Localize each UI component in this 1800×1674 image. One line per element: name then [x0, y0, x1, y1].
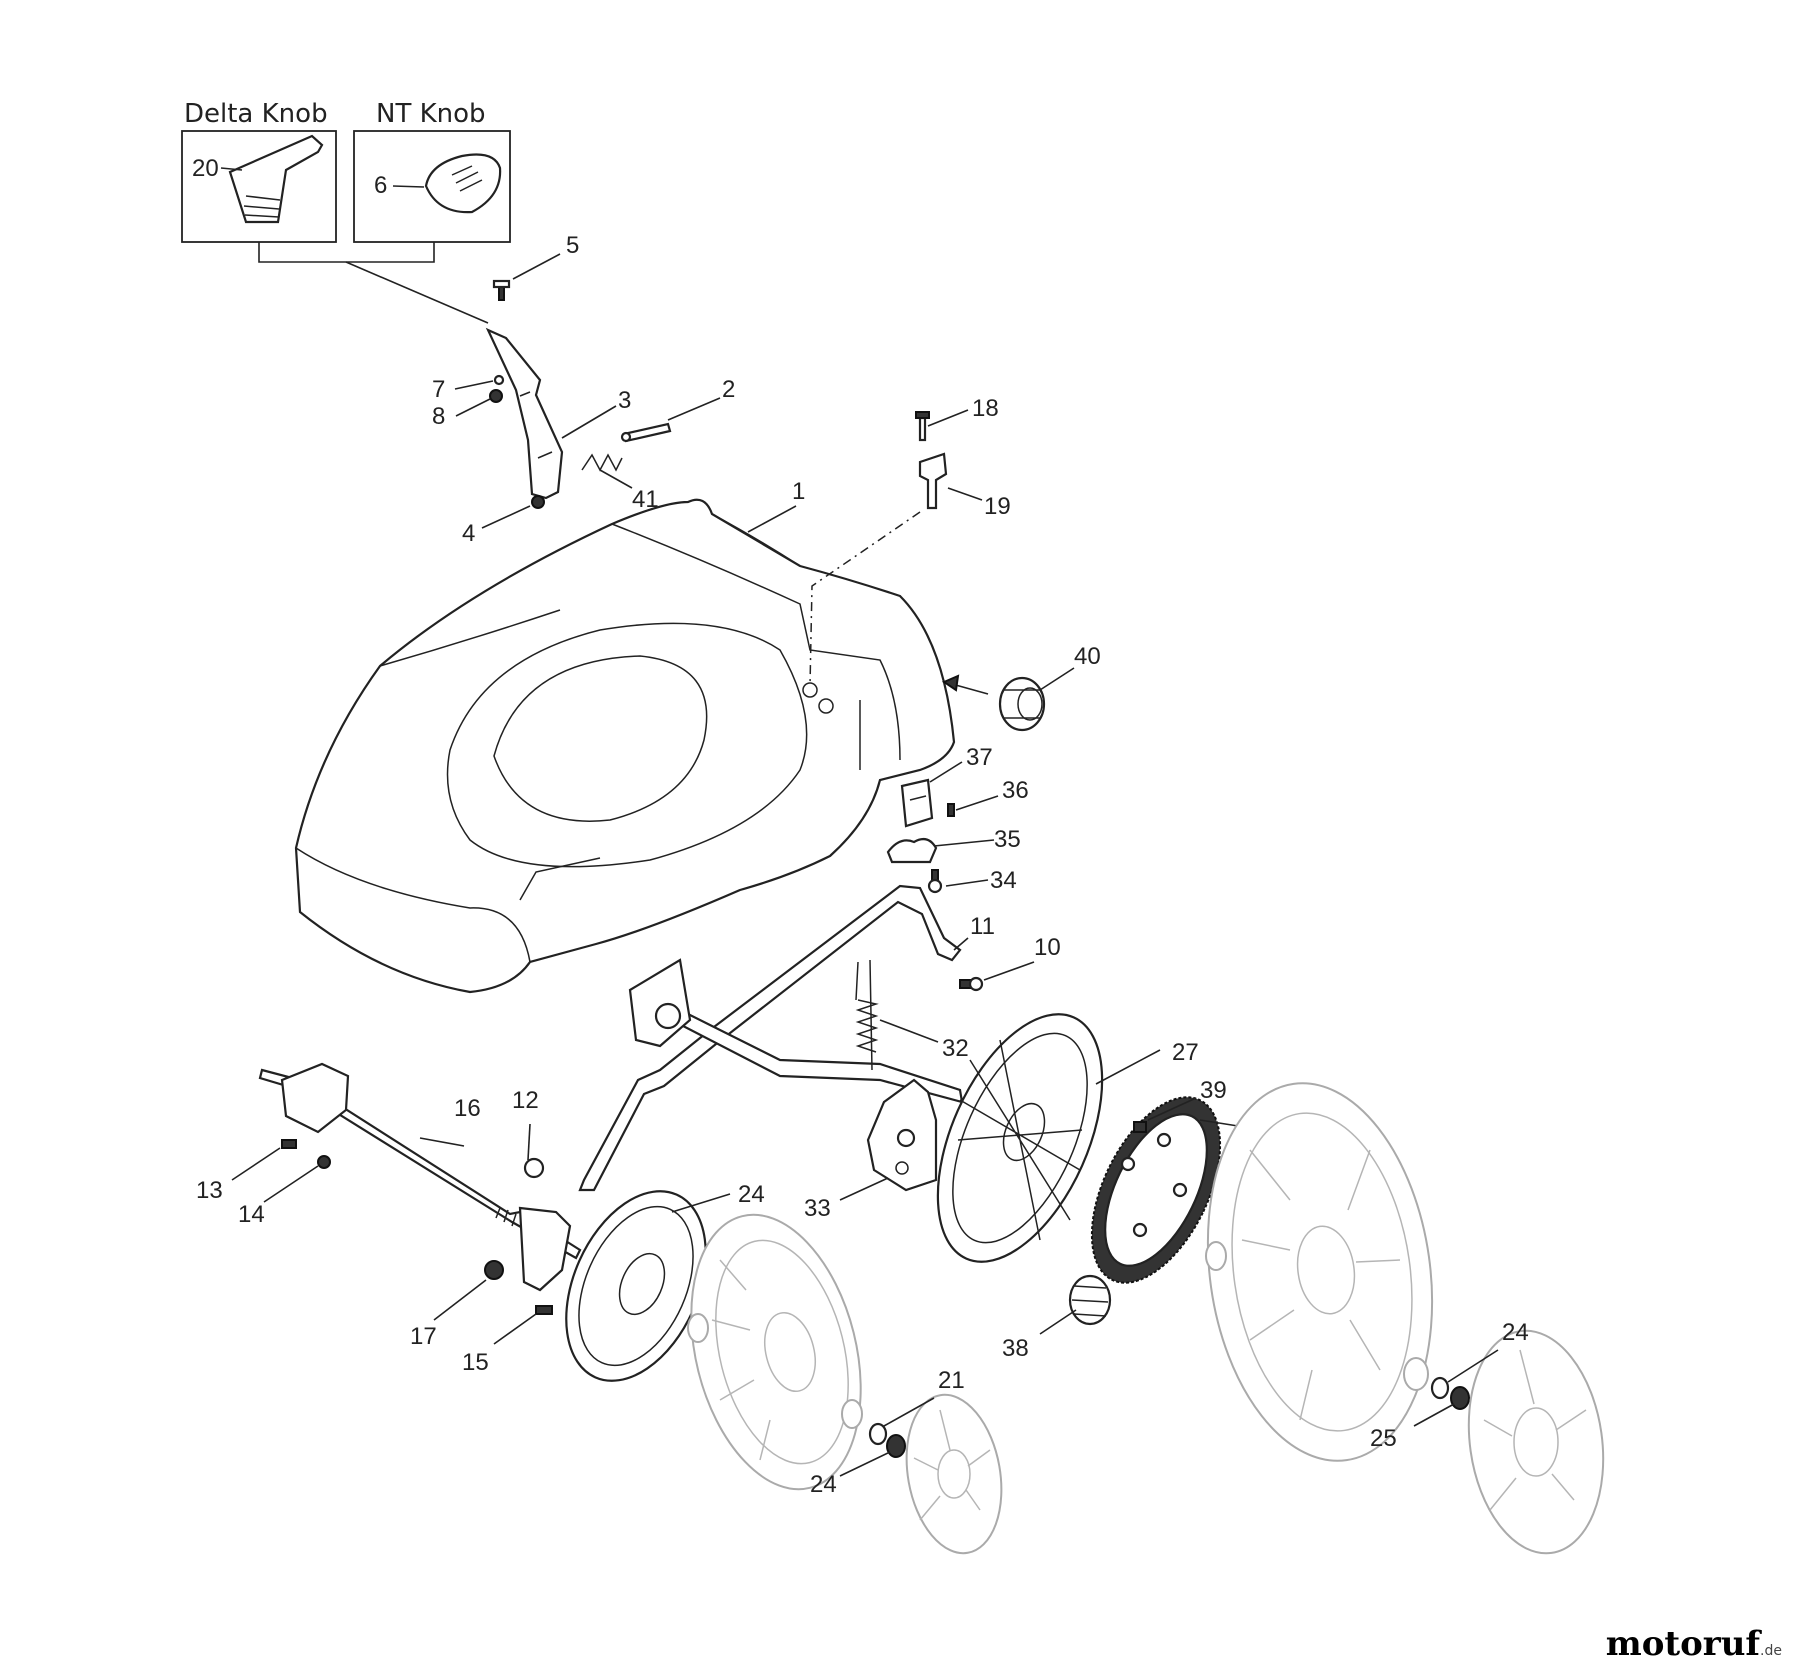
- callout-10: 10: [1034, 934, 1061, 961]
- brand-watermark: motoruf.de: [1606, 1624, 1782, 1664]
- callout-7: 7: [432, 376, 445, 403]
- mower-deck: [294, 498, 956, 994]
- callout-4: 4: [462, 520, 475, 547]
- callout-40: 40: [1074, 643, 1101, 670]
- callout-11: 11: [970, 913, 995, 940]
- spring-41: [581, 453, 623, 472]
- washer-24-front: [868, 1422, 888, 1446]
- inset-bracket: [258, 242, 435, 263]
- callout-1: 1: [792, 478, 805, 505]
- gear-ring-38: [1090, 1096, 1222, 1284]
- callout-24-rear: 24: [1502, 1319, 1529, 1346]
- callout-25-front: 24: [810, 1471, 837, 1498]
- height-lever: [485, 327, 564, 500]
- pin-2: [620, 422, 672, 443]
- callout-37: 38: [1002, 1335, 1029, 1362]
- callout-12: 12: [512, 1087, 539, 1114]
- drive-rod-11: [578, 884, 962, 1192]
- callout-20: 20: [192, 155, 219, 182]
- delta-knob-part: [228, 134, 324, 224]
- callout-18: 18: [972, 395, 999, 422]
- spring-32: [855, 959, 879, 1071]
- nut-12: [523, 1157, 545, 1179]
- rear-wheel-ghost: [1205, 1082, 1434, 1462]
- callout-13: 13: [196, 1177, 223, 1204]
- screw-18: [915, 411, 930, 442]
- alignment-line: [809, 511, 921, 687]
- callout-27: 27: [1172, 1039, 1199, 1066]
- callout-25-rear: 25: [1370, 1425, 1397, 1452]
- hubcap-rear-ghost: [1467, 1329, 1605, 1555]
- bracket-19: [918, 452, 948, 510]
- nut-17: [484, 1260, 504, 1280]
- callout-3: 3: [618, 387, 631, 414]
- hubcap-front-ghost: [905, 1393, 1003, 1555]
- callout-17: 17: [410, 1323, 437, 1350]
- nut-8: [489, 389, 503, 403]
- callout-34: 35: [994, 826, 1021, 853]
- brand-name: motoruf: [1605, 1624, 1761, 1664]
- pinion-37: [1068, 1274, 1112, 1326]
- screw-33: [927, 869, 943, 894]
- washer-24-rear: [1430, 1376, 1450, 1400]
- callout-24-front: 21: [938, 1367, 965, 1394]
- callout-15: 15: [462, 1349, 489, 1376]
- callout-33: 34: [990, 867, 1017, 894]
- inset-title-delta-knob: Delta Knob: [184, 99, 328, 129]
- callout-31: 33: [804, 1195, 831, 1222]
- callout-8: 8: [432, 403, 445, 430]
- callout-39: 39: [1200, 1077, 1227, 1104]
- callout-35: 36: [1002, 777, 1029, 804]
- callout-32: 32: [942, 1035, 969, 1062]
- gear-40: [998, 676, 1046, 732]
- clamp-34: [886, 837, 938, 864]
- callout-16: 16: [454, 1095, 481, 1122]
- front-wheel-ghost: [687, 1213, 863, 1491]
- pivot-bracket: [628, 958, 692, 1048]
- screw-15: [535, 1305, 553, 1315]
- nt-knob-part: [424, 153, 502, 214]
- callout-14: 14: [238, 1201, 265, 1228]
- bracket-36: [900, 778, 934, 828]
- bracket-31: [866, 1078, 938, 1192]
- washer-7: [493, 374, 505, 386]
- nut-4: [531, 495, 545, 509]
- nut-14: [317, 1155, 331, 1169]
- nut-25-rear: [1450, 1386, 1470, 1410]
- inset-title-nt-knob: NT Knob: [376, 99, 486, 129]
- wheel-disc-21: [565, 1190, 707, 1382]
- brand-tld: .de: [1760, 1643, 1782, 1659]
- arrow-40: [951, 683, 989, 695]
- callout-19: 19: [984, 493, 1011, 520]
- inset-nt-knob: NT Knob 6: [353, 99, 511, 243]
- callout-36: 37: [966, 744, 993, 771]
- drive-disc-27: [936, 1013, 1104, 1263]
- screw-13: [281, 1139, 297, 1149]
- front-axle-16: [258, 1062, 582, 1292]
- callout-2: 2: [722, 376, 735, 403]
- callout-21: 24: [738, 1181, 765, 1208]
- inset-delta-knob: Delta Knob 20: [181, 99, 337, 243]
- nut-25-front: [886, 1434, 906, 1458]
- screw-10: [959, 976, 984, 992]
- screw-35: [947, 803, 955, 817]
- callout-5: 5: [566, 232, 579, 259]
- screw-39: [1133, 1121, 1147, 1133]
- callout-6: 6: [374, 172, 387, 199]
- inset-leader: [345, 261, 489, 324]
- screw-5: [492, 279, 511, 301]
